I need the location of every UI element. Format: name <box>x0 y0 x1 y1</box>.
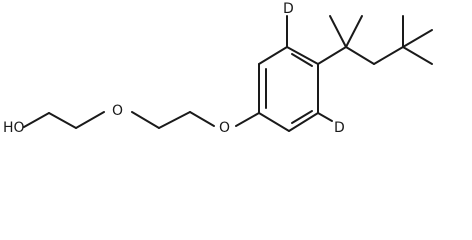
deuterium-bonds <box>286 15 333 122</box>
bond-c5-cq2 <box>373 46 404 65</box>
ring-bond-6 <box>258 112 290 132</box>
atom-label-hydroxyl: HO <box>3 120 25 136</box>
bond-cq2-methyl-b <box>402 29 433 48</box>
ring-bond-2 <box>258 46 288 65</box>
benzene-ring <box>258 46 319 132</box>
bond-c3-c4 <box>158 111 191 129</box>
ring-bond-5 <box>288 112 319 132</box>
atom-label-deuterium-top: D <box>283 1 294 17</box>
bond-cq1-c5 <box>345 46 375 65</box>
ethoxy-chain-bonds <box>23 111 260 129</box>
atom-label-ether-oxygen-1: O <box>112 103 123 119</box>
bond-o2-aryl <box>235 112 260 127</box>
tert-octyl-bonds <box>317 15 433 65</box>
bond-cq2-methyl-c <box>402 46 433 65</box>
atom-labels: HO O O D D <box>3 1 345 136</box>
ring-bond-3 <box>286 46 319 65</box>
bond-ring-cq1 <box>317 46 347 65</box>
bond-ring-d-bottom <box>317 112 333 122</box>
chemical-structure-diagram: HO O O D D <box>3 1 433 136</box>
bond-c2-o1 <box>75 111 105 129</box>
bond-cq1-methyl-b <box>345 15 363 48</box>
atom-label-deuterium-bottom: D <box>334 120 345 136</box>
ring-double-bond-c <box>291 110 313 124</box>
bond-cq1-methyl-a <box>329 15 347 48</box>
bond-ho-c1 <box>23 112 50 128</box>
atom-label-ether-oxygen-2: O <box>219 120 230 136</box>
bond-c1-c2 <box>48 112 77 129</box>
ring-double-bond-b <box>291 53 313 67</box>
bond-c4-o2 <box>189 111 215 127</box>
bond-o1-c3 <box>131 111 160 129</box>
